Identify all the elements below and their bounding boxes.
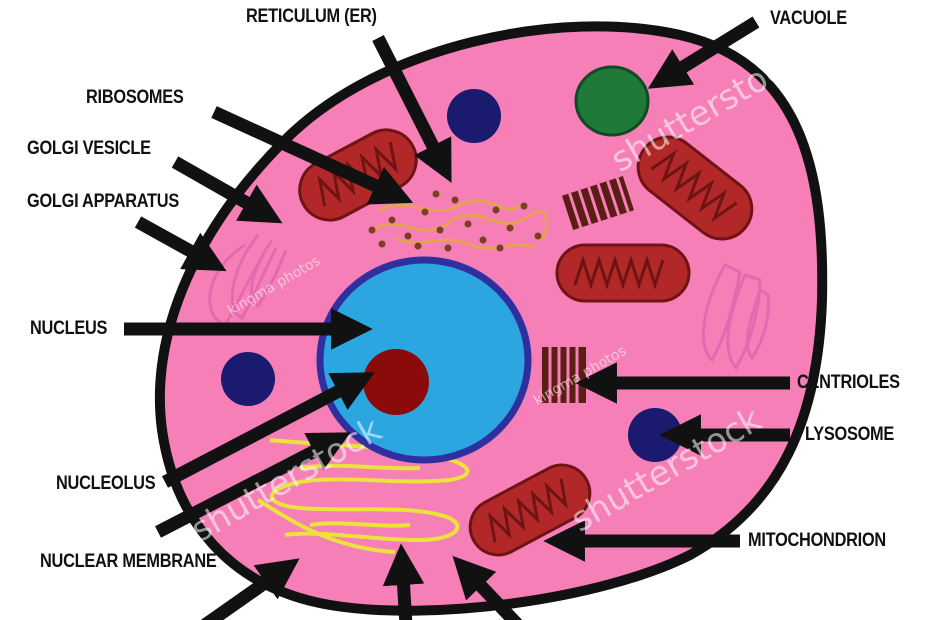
mitochondrion bbox=[636, 135, 754, 241]
arrow-golgi-apparatus bbox=[134, 216, 227, 272]
mitochondrion bbox=[555, 243, 691, 303]
vacuole bbox=[574, 65, 650, 137]
label-golgi-apparatus: GOLGI APPARATUS bbox=[27, 191, 179, 212]
centrioles bbox=[562, 175, 634, 231]
arrow-reticulum bbox=[372, 35, 452, 183]
arrow-nucleolus bbox=[161, 372, 375, 488]
nucleolus bbox=[363, 349, 429, 415]
ribosomes bbox=[368, 190, 549, 252]
arrow-vacuole bbox=[647, 16, 760, 89]
label-lysosome: LYSOSOME bbox=[805, 424, 895, 445]
label-ribosomes: RIBOSOMES bbox=[86, 87, 184, 108]
label-reticulum: RETICULUM (ER) bbox=[246, 6, 377, 27]
label-vacuole: VACUOLE bbox=[770, 8, 847, 29]
lysosome bbox=[628, 408, 682, 462]
lysosome bbox=[447, 89, 501, 143]
label-nuclear-membrane: NUCLEAR MEMBRANE bbox=[40, 551, 217, 572]
arrow-bottom-left bbox=[201, 558, 300, 620]
arrow-bottom-right bbox=[452, 555, 523, 620]
mitochondrion bbox=[468, 463, 592, 557]
label-nucleus: NUCLEUS bbox=[30, 318, 108, 339]
label-golgi-vesicle: GOLGI VESICLE bbox=[27, 138, 151, 159]
pointer-arrows bbox=[124, 16, 790, 620]
lysosome bbox=[221, 352, 275, 406]
arrow-bottom-middle bbox=[382, 543, 425, 620]
label-mitochondrion: MITOCHONDRION bbox=[748, 530, 886, 551]
centrioles bbox=[542, 347, 586, 403]
label-centrioles: CENTRIOLES bbox=[797, 372, 900, 393]
nucleus bbox=[316, 256, 532, 464]
arrow-golgi-vesicle bbox=[171, 156, 283, 224]
golgi-apparatus bbox=[701, 263, 770, 371]
arrow-ribosomes bbox=[211, 106, 414, 205]
label-nucleolus: NUCLEOLUS bbox=[56, 473, 156, 494]
arrow-nuclear-membrane bbox=[155, 432, 351, 538]
